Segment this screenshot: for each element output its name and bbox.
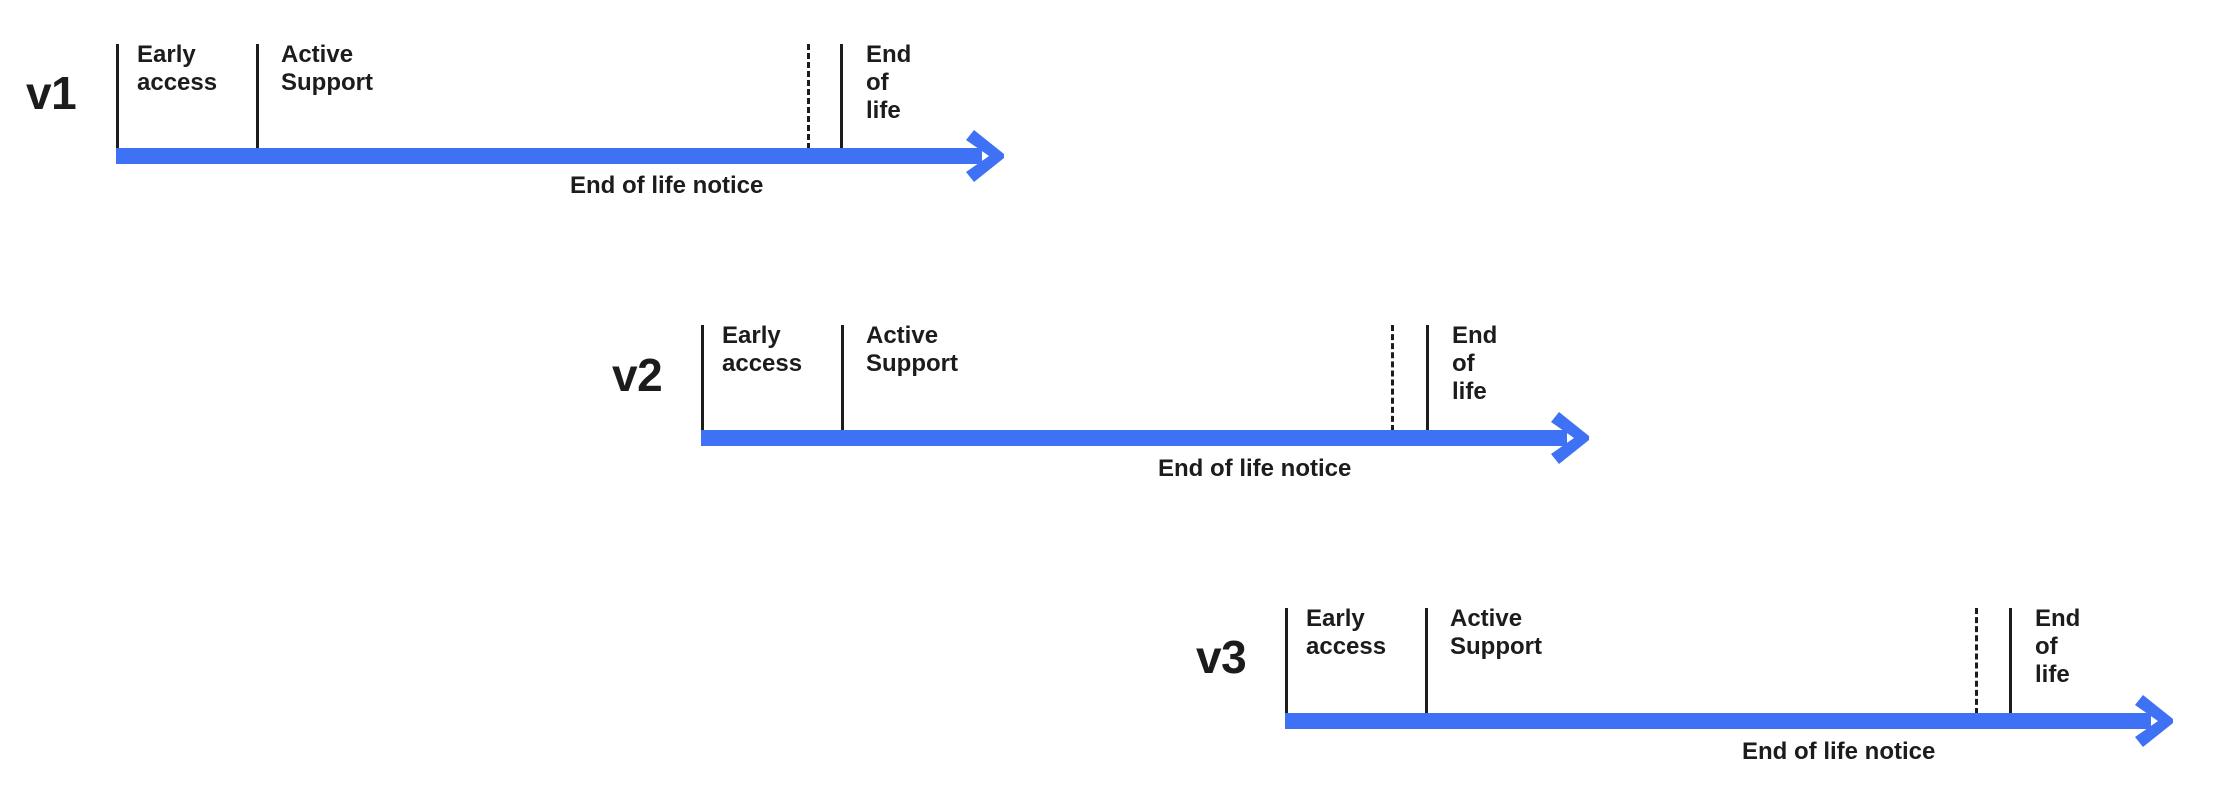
phase-divider-notice-v3 [1975,608,1978,714]
phase-label-early-access-v1: Early access [137,41,218,96]
phase-divider-end-of-life-v3 [2009,608,2012,714]
phase-label-end-of-life-v1: End of life [866,41,912,124]
phase-label-active-support-v2: Active Support [866,322,958,377]
phase-divider-early-access-end-v1 [256,44,259,149]
phase-label-active-support-v1: Active Support [281,41,373,96]
phase-label-active-support-v3: Active Support [1450,605,1542,660]
version-label-v3: v3 [1196,631,1247,683]
notice-label-v3: End of life notice [1742,738,1936,765]
phase-label-end-of-life-v3: End of life [2035,605,2081,688]
phase-divider-early-access-end-v2 [841,325,844,431]
arrow-head-icon-v3 [2131,691,2191,751]
phase-divider-end-of-life-v1 [840,44,843,149]
phase-divider-end-of-life-v2 [1426,325,1429,431]
notice-label-v1: End of life notice [570,172,764,199]
phase-divider-notice-v2 [1391,325,1394,431]
version-label-v2: v2 [612,349,663,401]
phase-divider-notice-v1 [807,44,810,149]
timeline-shaft-v1 [116,148,982,164]
phase-divider-start-v1 [116,44,119,149]
timeline-shaft-v3 [1285,713,2151,729]
phase-divider-start-v2 [701,325,704,431]
phase-label-early-access-v3: Early access [1306,605,1387,660]
arrow-head-icon-v1 [962,126,1022,186]
phase-label-end-of-life-v2: End of life [1452,322,1498,405]
version-label-v1: v1 [26,67,77,119]
phase-divider-early-access-end-v3 [1425,608,1428,714]
arrow-head-icon-v2 [1547,408,1607,468]
phase-label-early-access-v2: Early access [722,322,803,377]
timeline-shaft-v2 [701,430,1567,446]
phase-divider-start-v3 [1285,608,1288,714]
notice-label-v2: End of life notice [1158,455,1352,482]
